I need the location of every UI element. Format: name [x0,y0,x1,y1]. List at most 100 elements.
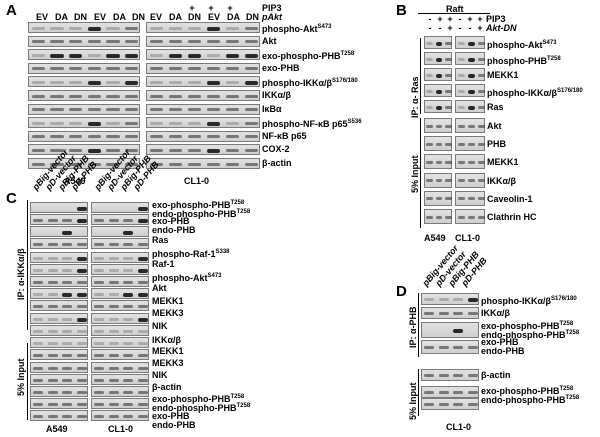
row-label-text: Ras [152,235,169,245]
band [123,304,134,308]
cell-line-cl10-d: CL1-0 [446,422,472,432]
row-label-text: PHB [487,139,507,150]
band [137,317,148,322]
band [94,292,105,296]
band [62,280,73,284]
cell-line-a549-c: A549 [46,424,68,434]
band [106,80,120,84]
band [108,341,119,345]
panel-letter-a: A [6,2,17,19]
row-label: Akt [152,283,167,293]
input-label-d: 5% Input [408,382,418,421]
row-label: exo-PHB [481,337,519,347]
band [445,89,452,93]
row-label-text: phospho-NF-κB p65 [262,119,348,130]
band [31,148,45,152]
ip-ikk-label: IP: α-IKKα/β [16,248,26,300]
band [33,341,44,345]
band [76,378,87,382]
blot-input-cl10 [91,386,149,397]
band [225,80,240,84]
band [206,148,221,153]
band [123,366,134,370]
band [123,317,134,321]
row-label: exo-phospho-PHBT258 [262,49,354,61]
blot-input-a549 [30,362,88,373]
blot-ip-a549 [30,202,88,213]
band [244,67,259,71]
band [435,105,443,110]
band [125,80,139,85]
blot-cl10 [146,76,260,88]
blot-cl10 [146,62,260,74]
band [69,148,83,152]
cell-line-cl10-b: CL1-0 [455,233,481,243]
band [94,378,105,382]
band [137,242,148,246]
band [123,292,134,297]
band [31,121,45,125]
band [435,142,443,146]
band [453,403,464,406]
blot-a549 [28,35,140,47]
band [445,142,452,146]
lane-label: DN [188,12,201,22]
row-label: COX-2 [262,144,290,154]
blot-a549 [28,158,140,169]
band [149,26,164,30]
band [69,67,83,71]
band [123,230,134,235]
row-label-text: endo-phospho-PHB [481,330,566,340]
blot-ip-cl10 [91,226,149,237]
row-label-text: Akt [262,35,277,46]
input-bracket-c [27,343,28,420]
row-label: exo-phospho-PHBT258 [152,198,244,210]
band [87,162,101,166]
band [94,256,105,260]
band [33,218,44,222]
blot-ip-a549 [30,214,88,225]
band [62,317,73,321]
blot-input [421,398,479,410]
band [445,105,452,109]
blot-input-cl10 [91,374,149,385]
band [149,108,164,112]
band [50,67,64,71]
blot-ip-a549 [30,252,88,263]
blot-ip [421,307,479,319]
band [467,124,475,128]
band [106,162,120,166]
band [87,80,101,85]
band [244,26,259,30]
row-label-text: IKKα/β [152,335,182,345]
row-label: endo-PHB [481,346,525,356]
row-label: exo-phospho-PHBT258 [152,392,244,404]
blot-ip-cl10 [455,36,485,49]
band [123,390,134,394]
blot-cl10 [146,144,260,156]
blot-input-a549 [424,118,452,133]
row-label-sup: T258 [236,403,251,409]
row-label: Raf-1 [152,259,175,269]
band [168,40,183,44]
row-label-text: β-actin [152,382,182,392]
band [33,353,44,357]
lane-label: DA [113,12,126,22]
pip3-sign: + [447,14,453,24]
blot-ip-a549 [30,349,88,360]
row-label-text: Akt [487,121,502,131]
row-label-text: endo-PHB [152,225,196,235]
band [76,256,87,261]
band [244,80,259,85]
row-label-text: Clathrin HC [487,212,537,222]
band [108,304,119,308]
band [47,402,58,406]
band [62,242,73,246]
band [225,94,240,98]
band [435,179,443,183]
band [435,215,443,219]
aktdn-sign: + [447,23,453,33]
band [62,366,73,370]
blot-input [421,386,479,398]
row-label: IKKα/β [152,335,181,345]
